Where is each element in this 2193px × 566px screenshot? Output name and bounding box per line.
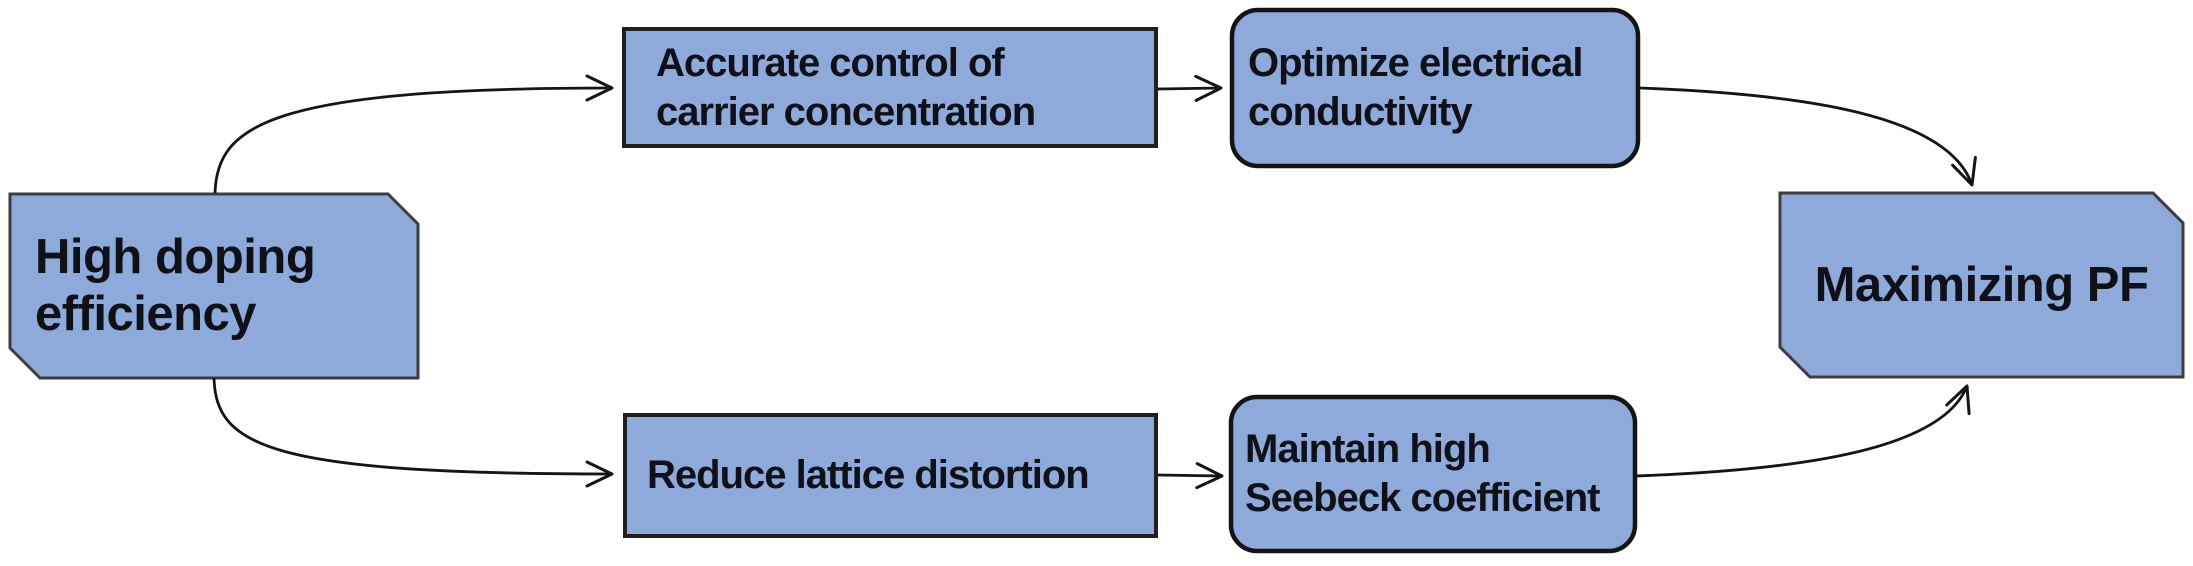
node-maximizing-pf-shape [1778,191,2185,379]
edge-accurate-control-to-optimize [1157,74,1223,102]
node-optimize-conductivity: Optimize electrical conductivity [1234,11,1636,165]
node-maintain-seebeck-shape [1228,394,1638,554]
node-high-doping-efficiency-shape [8,192,420,380]
node-optimize-conductivity-shape [1229,7,1641,169]
node-label-line: Accurate control of [656,40,1005,85]
node-high-doping-efficiency: High doping efficiency [13,197,415,375]
node-label-line: Seebeck coefficient [1245,476,1601,520]
edge-source-to-reduce-lattice [212,377,614,488]
node-accurate-control-shape [622,27,1158,148]
edge-source-to-accurate-control [213,74,614,194]
node-label-line: Reduce lattice distortion [647,453,1090,498]
edge-seebeck-to-maximizing-pf [1634,384,1971,478]
node-reduce-lattice-shape [623,413,1158,538]
node-label-line: High doping [35,230,316,285]
node-accurate-control: Accurate control of carrier concentratio… [626,30,1155,145]
edge-reduce-lattice-to-seebeck [1157,462,1224,490]
node-maintain-seebeck: Maintain high Seebeck coefficient [1233,398,1633,550]
node-label-line: Optimize electrical [1248,41,1583,86]
node-label-line: Maximizing PF [1814,257,2149,312]
node-reduce-lattice: Reduce lattice distortion [627,416,1155,535]
node-label-line: carrier concentration [656,89,1036,134]
edge-optimize-to-maximizing-pf [1639,86,1977,187]
node-label-line: conductivity [1248,90,1473,134]
node-label-line: Maintain high [1245,427,1491,472]
node-label-line: efficiency [35,287,257,341]
node-maximizing-pf: Maximizing PF [1783,196,2180,374]
